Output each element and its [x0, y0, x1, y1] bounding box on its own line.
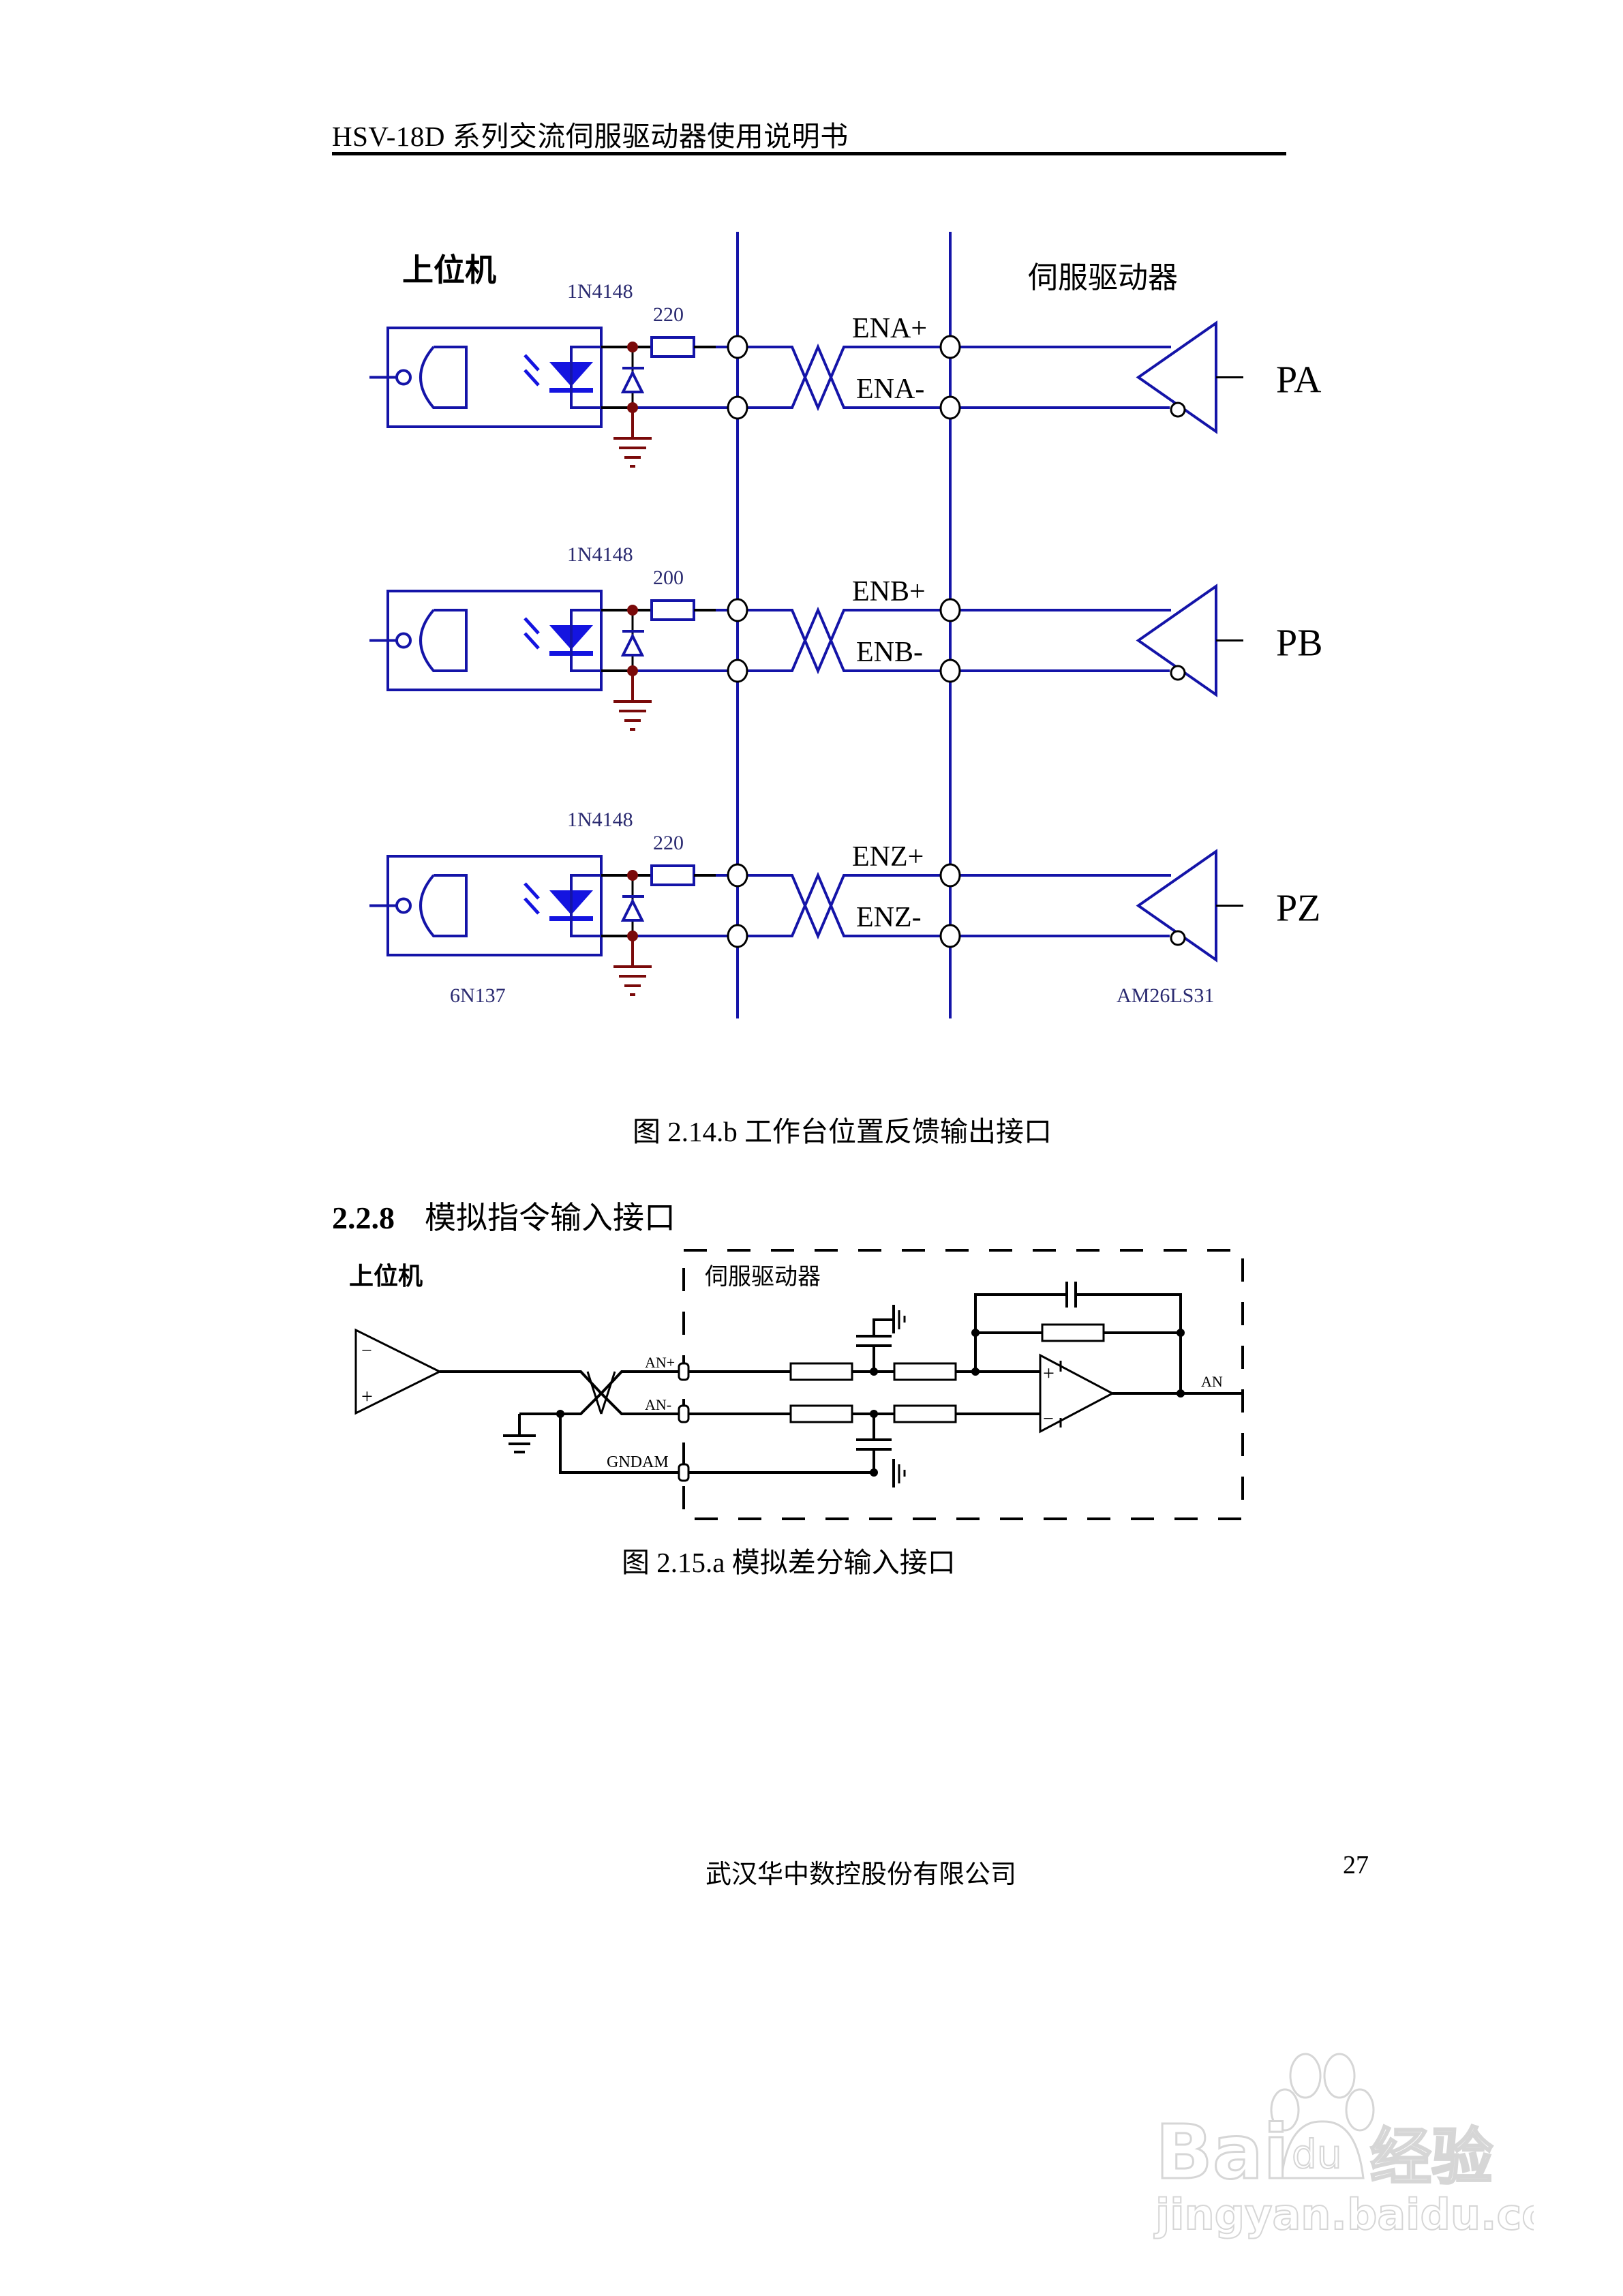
watermark-url: jingyan.baidu.com — [1153, 2190, 1534, 2239]
signal-pos-label: ENZ+ — [852, 841, 924, 873]
host-opamp-plus: + — [361, 1385, 373, 1408]
connector-pin — [727, 924, 748, 948]
series-resistor — [650, 864, 695, 886]
resistor-value-label: 220 — [653, 832, 684, 854]
twisted-pair-wire — [738, 346, 950, 412]
gndam-label: GNDAM — [607, 1453, 669, 1471]
watermark-brand: Bai — [1155, 2109, 1289, 2196]
footer-page-number: 27 — [1343, 1851, 1369, 1879]
driver-opamp-minus: − — [1043, 1408, 1054, 1430]
light-emission-icon — [524, 354, 540, 387]
input-resistor-neg-2 — [893, 1404, 957, 1423]
diode-part-label: 1N4148 — [567, 809, 633, 831]
channel-row-pz: 1N4148 220 ENZ+ ENZ- PZ — [369, 809, 1320, 996]
driver-boundary-box — [682, 1249, 1244, 1520]
twisted-pair-wire — [738, 609, 950, 675]
light-emission-icon — [524, 882, 540, 915]
series-resistor — [650, 599, 695, 621]
section-heading: 2.2.8 模拟指令输入接口 — [332, 1193, 676, 1238]
watermark-paw-text: du — [1292, 2131, 1342, 2177]
diode-part-label: 1N4148 — [567, 543, 633, 566]
nand-gate-icon — [419, 609, 468, 672]
receiver-part-label: AM26LS31 — [1117, 984, 1214, 1007]
pin-an-minus — [678, 1404, 690, 1423]
footer-company: 武汉华中数控股份有限公司 — [706, 1860, 1017, 1889]
output-signal-label: PZ — [1276, 888, 1320, 930]
connector-pin — [939, 659, 961, 683]
host-label-2: 上位机 — [349, 1263, 423, 1290]
light-emission-icon — [524, 617, 540, 650]
junction-node — [627, 342, 638, 352]
inverter-bubble-icon — [395, 369, 412, 386]
junction-node — [627, 870, 638, 881]
header-title: HSV-18D 系列交流伺服驱动器使用说明书 — [332, 121, 849, 152]
an-minus-label: AN- — [645, 1396, 671, 1413]
host-opamp — [354, 1328, 442, 1415]
input-resistor-neg-1 — [789, 1404, 853, 1423]
inverter-bubble-icon — [395, 897, 412, 914]
input-resistor-pos-1 — [789, 1362, 853, 1381]
connector-pin — [727, 659, 748, 683]
baidu-watermark: Bai du 经验 jingyan.baidu.com — [1153, 2053, 1534, 2240]
signal-pos-label: ENB+ — [852, 576, 926, 607]
signal-pos-label: ENA+ — [852, 313, 927, 344]
channel-row-pb: 1N4148 200 ENB+ ENB- PB — [369, 543, 1323, 731]
connector-pin — [939, 863, 961, 888]
nand-gate-icon — [419, 346, 468, 409]
an-output-label: AN — [1201, 1373, 1223, 1390]
receiver-inverting-bubble — [1170, 930, 1186, 946]
gndam-wire — [559, 1414, 684, 1474]
connector-pin — [939, 395, 961, 420]
pin-an-plus — [678, 1362, 690, 1381]
analog-input-diagram: 上位机 伺服驱动器 — [349, 1249, 1244, 1520]
connector-pin — [939, 598, 961, 622]
an-plus-label: AN+ — [645, 1354, 675, 1371]
figure-2-14b-caption: 图 2.14.b 工作台位置反馈输出接口 — [633, 1116, 1052, 1147]
host-label: 上位机 — [402, 252, 496, 288]
connector-pin — [939, 335, 961, 359]
connector-pin — [727, 863, 748, 888]
nand-gate-icon — [419, 874, 468, 937]
driver-label: 伺服驱动器 — [1028, 260, 1178, 295]
host-opamp-minus: − — [361, 1340, 372, 1361]
figure-2-15a-caption: 图 2.15.a 模拟差分输入接口 — [622, 1547, 956, 1578]
signal-neg-label: ENA- — [856, 374, 924, 405]
receiver-inverting-bubble — [1170, 402, 1186, 418]
channel-row-pa: 1N4148 220 ENA+ ENA- PA — [369, 280, 1322, 468]
driver-label-2: 伺服驱动器 — [705, 1263, 821, 1290]
receiver-inverting-bubble — [1170, 665, 1186, 681]
feedback-resistor — [1041, 1323, 1105, 1342]
header-rule — [332, 152, 1286, 155]
driver-opamp-plus: + — [1043, 1362, 1055, 1385]
inverter-bubble-icon — [395, 632, 412, 649]
connector-pin — [727, 395, 748, 420]
watermark-cn: 经验 — [1370, 2121, 1493, 2193]
an-plus-wire — [440, 1370, 684, 1395]
twisted-pair-wire — [738, 874, 950, 940]
connector-pin — [939, 924, 961, 948]
optocoupler-part-label: 6N137 — [450, 984, 506, 1007]
driver-opamp — [1039, 1353, 1115, 1434]
output-signal-label: PB — [1276, 622, 1323, 665]
section-number: 2.2.8 — [332, 1200, 395, 1235]
pin-gndam — [678, 1463, 690, 1482]
connector-pin — [727, 335, 748, 359]
section-title: 模拟指令输入接口 — [425, 1200, 676, 1235]
input-resistor-pos-2 — [893, 1362, 957, 1381]
diode-part-label: 1N4148 — [567, 280, 633, 303]
signal-neg-label: ENB- — [856, 637, 923, 668]
resistor-value-label: 200 — [653, 567, 684, 589]
junction-node — [627, 605, 638, 616]
connector-pin — [727, 598, 748, 622]
signal-neg-label: ENZ- — [856, 902, 922, 933]
output-signal-label: PA — [1276, 359, 1322, 402]
resistor-value-label: 220 — [653, 303, 684, 326]
